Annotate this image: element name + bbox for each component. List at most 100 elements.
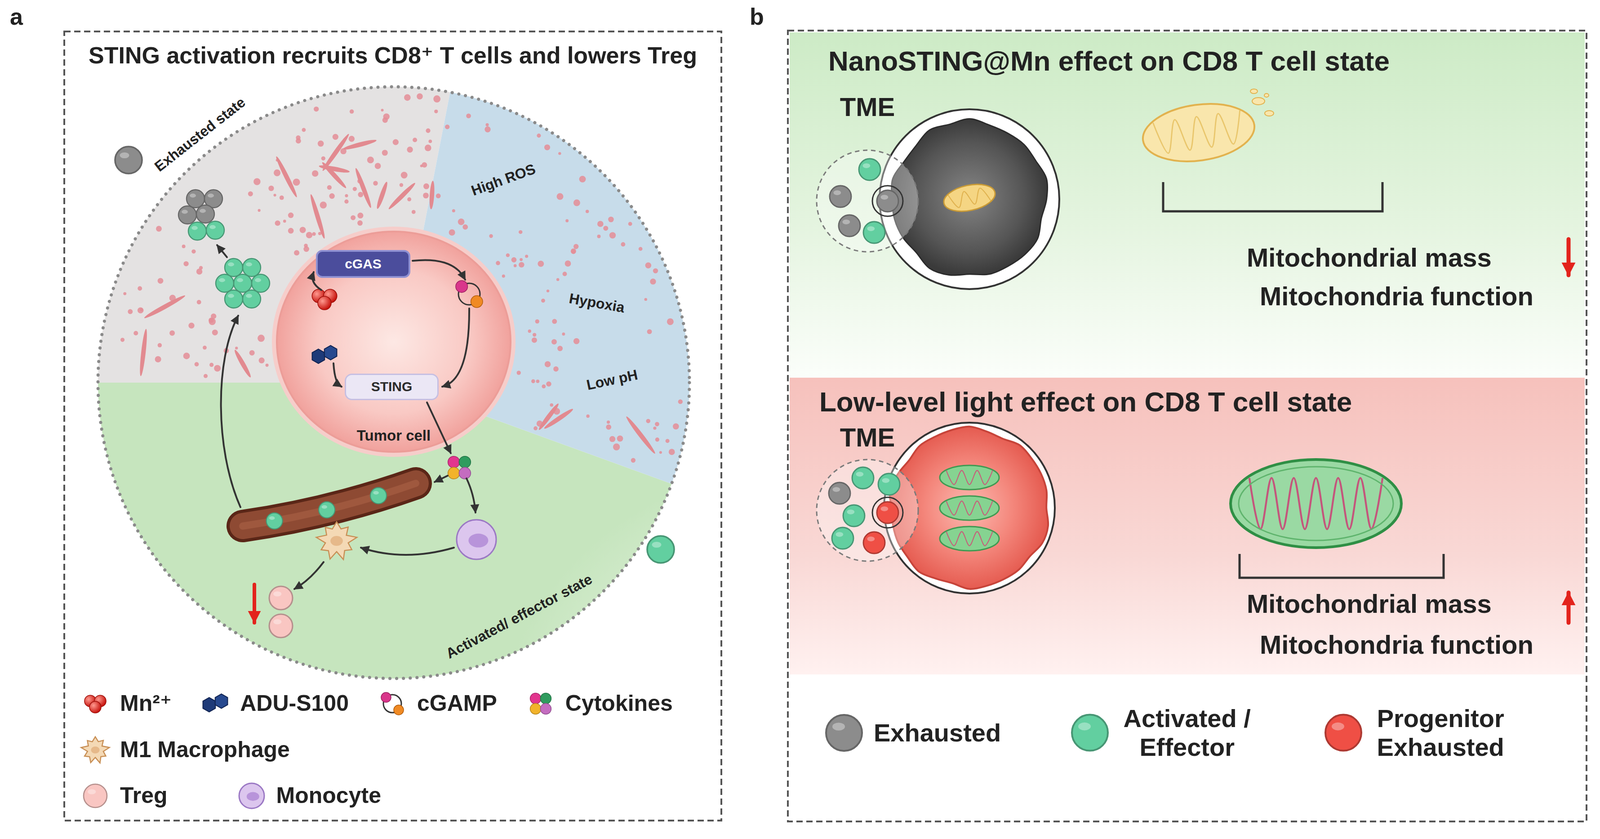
ros-dot: [424, 144, 432, 152]
treg-cell: [269, 586, 293, 610]
cytokine: [540, 702, 552, 714]
cell-shine: [181, 209, 188, 214]
ros-dot: [573, 337, 580, 345]
fibroblast: [320, 160, 348, 190]
t-cell: [831, 527, 854, 549]
tme-circle: TME: [813, 420, 922, 569]
legend-item: Progenitor Exhausted: [1321, 703, 1508, 762]
ros-dot: [536, 379, 540, 383]
ros-dot: [484, 126, 491, 133]
ros-dot: [444, 124, 450, 129]
ros-dot: [638, 246, 643, 251]
healthy-mitochondrion: [1230, 459, 1402, 548]
ros-dot: [421, 162, 427, 168]
ros-dot: [196, 299, 202, 305]
ros-dot: [585, 209, 589, 214]
arrow-line: [412, 259, 466, 280]
ros-dot: [653, 426, 657, 430]
adu-hexagon: [215, 693, 228, 708]
ros-dot: [597, 234, 601, 239]
panel-title: STING activation recruits CD8⁺ T cells a…: [63, 42, 723, 70]
legend-icon: [822, 712, 866, 753]
ros-dot: [306, 231, 313, 239]
legend-swatch: [1071, 714, 1108, 751]
legend-icon: [375, 683, 409, 724]
ros-dot: [357, 212, 364, 219]
cell-shine: [1331, 722, 1345, 731]
fibroblast: [537, 402, 560, 432]
arrow-head: [293, 580, 304, 590]
tme-outline: [816, 459, 919, 561]
cell-shine: [881, 477, 890, 483]
t-cell: [852, 466, 874, 489]
ros-dot: [423, 183, 430, 190]
ros-dot: [647, 328, 653, 334]
legend-label: Monocyte: [276, 782, 382, 809]
ros-dot: [183, 352, 191, 360]
ros-dot: [411, 209, 416, 214]
ros-dot: [203, 373, 208, 378]
ros-dot: [279, 195, 285, 200]
tme-label: TME: [813, 92, 922, 123]
mito-cristae: [1249, 477, 1383, 529]
mitochondrion-small: [941, 180, 998, 216]
t-cell: [863, 531, 885, 554]
cell-shine: [207, 193, 214, 198]
monocyte-nucleus: [246, 791, 259, 801]
arrow-line: [442, 308, 470, 387]
art-layer: [274, 228, 514, 455]
art-layer: [884, 422, 1576, 623]
ros-dot: [519, 257, 523, 262]
band-title: Low-level light effect on CD8 T cell sta…: [819, 385, 1352, 418]
cell-shine: [199, 208, 206, 214]
ros-dot: [155, 355, 162, 363]
ros-dot: [196, 268, 203, 275]
mitochondrion-fragment: [1264, 93, 1269, 98]
monocyte-nucleus: [468, 533, 489, 548]
ros-dot: [597, 220, 604, 227]
ros-dot: [399, 182, 404, 187]
ros-dot: [573, 199, 581, 207]
cell-shine: [832, 722, 845, 731]
monocyte: [456, 519, 497, 560]
ros-dot: [571, 249, 576, 254]
arrow-head: [433, 474, 444, 483]
ros-dot: [668, 448, 676, 455]
legend-icon: [524, 683, 558, 724]
ros-dot: [617, 435, 624, 442]
ros-dot: [613, 443, 620, 450]
ros-dot: [532, 332, 537, 337]
arrow-head: [332, 378, 343, 387]
ros-dot: [212, 329, 218, 336]
ros-dot: [672, 423, 680, 430]
ros-dot: [213, 364, 221, 372]
legend-label: ADU-S100: [240, 690, 349, 717]
cell-shine: [652, 541, 662, 548]
macrophage-nucleus: [330, 535, 343, 546]
ros-dot: [428, 139, 432, 144]
ros-dot: [137, 286, 143, 291]
ros-dot: [320, 201, 327, 209]
ros-dot: [209, 362, 214, 367]
ros-dot: [311, 170, 319, 177]
ros-dot: [302, 127, 307, 132]
arrow-head: [360, 545, 370, 555]
art-layer: [64, 31, 722, 821]
fibroblast: [318, 164, 351, 174]
ros-dot: [570, 248, 577, 254]
macrophage: [316, 521, 357, 560]
t-cell: [876, 501, 899, 524]
cell-shine: [846, 509, 855, 515]
panel-b-frame: [787, 30, 1587, 822]
ros-dot: [258, 357, 265, 364]
cell-shine: [273, 591, 282, 596]
ros-dot: [562, 271, 568, 276]
mitochondria-label: Mitochondria function: [1259, 281, 1534, 312]
ros-dot: [235, 346, 238, 350]
ros-dot: [327, 185, 332, 190]
ros-dot: [155, 225, 162, 232]
effector-t-cell: [224, 289, 243, 308]
ros-dot: [344, 199, 349, 204]
tumor-cell: Tumor cellcGASSTING: [274, 229, 513, 454]
ros-dot: [644, 297, 647, 301]
